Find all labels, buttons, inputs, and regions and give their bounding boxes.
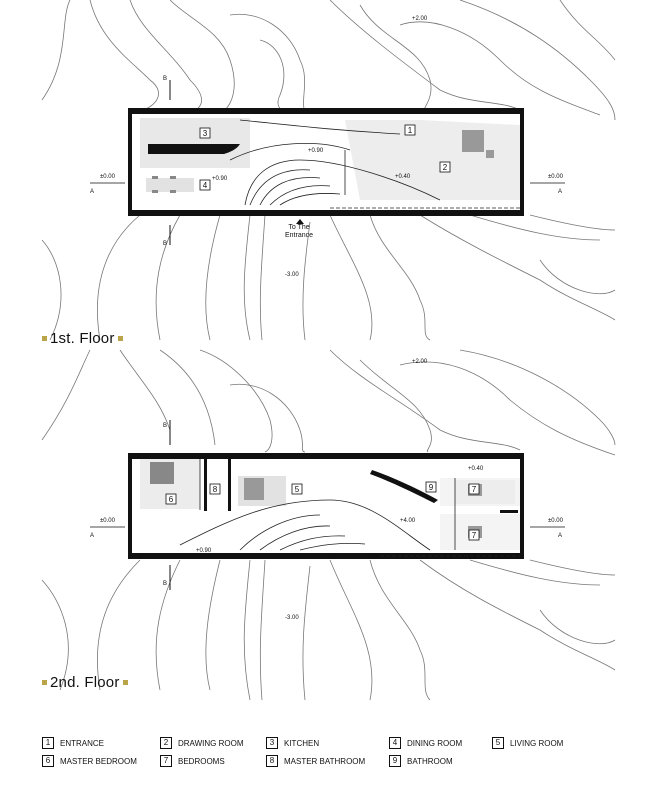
legend-number: 2 [160,737,172,749]
section-markers: B B A A [90,76,565,247]
site-contours [41,0,616,341]
legend-number: 9 [389,755,401,767]
section-markers: B B A A [90,420,565,590]
accent-square-icon [122,680,128,685]
legend-label: BATHROOM [407,756,453,766]
room-legend: 1 ENTRANCE 2 DRAWING ROOM 3 KITCHEN 4 DI… [42,735,642,795]
section-mark-b: B [163,76,167,82]
legend-label: DRAWING ROOM [178,738,244,748]
legend-number: 7 [160,755,172,767]
level-mark: +0.40 [468,466,484,472]
site-contours [41,349,616,701]
legend-number: 5 [492,737,504,749]
level-mark: -3.00 [285,272,299,278]
first-floor-title-text: 1st. Floor [50,330,115,347]
legend-item: 5 LIVING ROOM [492,737,563,749]
legend-label: BEDROOMS [178,756,225,766]
legend-label: MASTER BEDROOM [60,756,137,766]
level-mark: ±0.00 [548,518,564,524]
section-mark-a: A [558,533,562,539]
room-number-dining-room: 4 [203,181,208,190]
accent-square-icon [117,336,123,341]
accent-square-icon [42,336,47,341]
legend-item: 6 MASTER BEDROOM [42,755,137,767]
level-mark: +2.00 [412,359,428,365]
level-markers: +2.00 ±0.00 ±0.00 +0.40 +4.00 +0.90 -3.0… [100,359,564,621]
legend-number: 6 [42,755,54,767]
level-mark: +2.00 [412,16,428,22]
legend-item: 8 MASTER BATHROOM [266,755,365,767]
section-mark-b: B [163,423,167,429]
section-mark-b: B [163,241,167,247]
level-mark: +0.90 [308,148,324,154]
entrance-label: To The Entrance [284,224,314,239]
level-mark: +4.00 [400,518,416,524]
legend-number: 1 [42,737,54,749]
level-markers: +2.00 ±0.00 ±0.00 +0.90 +0.90 +0.40 -3.0… [100,16,564,278]
legend-label: ENTRANCE [60,738,105,748]
second-floor-plan: 6 8 5 9 7 7 +2.00 ±0.00 ±0.00 +0.40 +4.0… [41,349,616,701]
first-floor-title: 1st. Floor [42,330,123,347]
legend-label: LIVING ROOM [510,738,564,748]
accent-square-icon [42,680,47,685]
room-number-master-bathroom: 8 [213,485,218,494]
legend-item: 3 KITCHEN [266,737,319,749]
room-number-master-bedroom: 6 [169,495,174,504]
room-number-kitchen: 3 [203,129,208,138]
legend-item: 1 ENTRANCE [42,737,104,749]
legend-item: 2 DRAWING ROOM [160,737,243,749]
room-numbers: 3 1 2 4 [199,124,451,191]
level-mark: ±0.00 [100,518,116,524]
legend-label: KITCHEN [284,738,320,748]
section-mark-a: A [90,189,94,195]
legend-item: 9 BATHROOM [389,755,453,767]
second-floor-title: 2nd. Floor [42,674,128,691]
first-floor-plan: 3 1 2 4 +2.00 ±0.00 ±0.00 +0.90 +0.90 +0… [41,0,616,341]
level-mark: +0.90 [196,548,212,554]
room-number-bathroom: 9 [429,483,434,492]
section-mark-a: A [90,533,94,539]
legend-label: DINING ROOM [407,738,463,748]
legend-item: 7 BEDROOMS [160,755,225,767]
legend-label: MASTER BATHROOM [284,756,366,766]
legend-number: 8 [266,755,278,767]
level-mark: -3.00 [285,615,299,621]
level-mark: +0.90 [212,176,228,182]
interior-elements [140,118,520,224]
level-mark: +0.40 [395,174,411,180]
room-number-living-room: 5 [295,485,300,494]
entrance-arrow-icon [296,219,304,224]
legend-number: 3 [266,737,278,749]
level-mark: ±0.00 [100,174,116,180]
section-mark-b: B [163,581,167,587]
room-number-entrance: 1 [408,126,413,135]
section-mark-a: A [558,189,562,195]
legend-item: 4 DINING ROOM [389,737,462,749]
room-number-bedroom: 7 [472,531,477,540]
second-floor-title-text: 2nd. Floor [50,674,120,691]
room-number-bedroom: 7 [472,485,477,494]
legend-number: 4 [389,737,401,749]
room-numbers: 6 8 5 9 7 7 [165,481,480,541]
room-number-drawing-room: 2 [443,163,448,172]
level-mark: ±0.00 [548,174,564,180]
